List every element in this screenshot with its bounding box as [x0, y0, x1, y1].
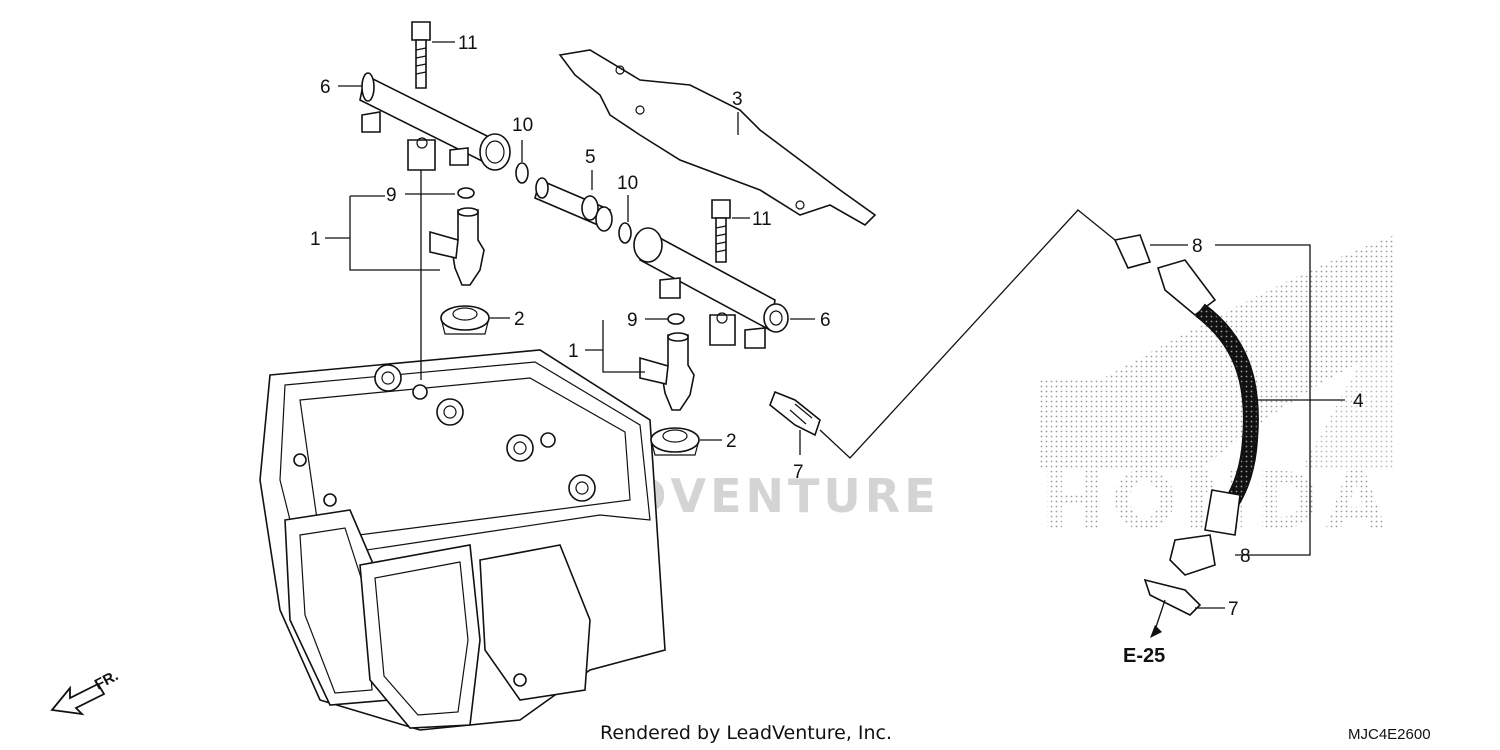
part-7-sensor	[769, 390, 821, 437]
part-6-fuel-rail-left	[359, 72, 511, 171]
part-10-oring-right	[618, 222, 632, 244]
callout-10: 10	[617, 173, 638, 194]
part-10-oring-left	[515, 162, 529, 184]
callout-labels: 11 6 10 5 10 3 9 1 2 11 9 6 1 2 7 8 4 8 …	[310, 33, 1364, 667]
part-5-joint-pipe	[534, 177, 613, 232]
part-3-plate	[558, 49, 877, 226]
callout-6: 6	[820, 310, 831, 331]
part-11-bolt-right	[711, 199, 731, 263]
callout-10: 10	[512, 115, 533, 136]
part-6-fuel-rail-right	[633, 227, 789, 349]
callout-7: 7	[1228, 599, 1239, 620]
callout-2: 2	[514, 309, 525, 330]
callout-1: 1	[568, 341, 579, 362]
callout-8: 8	[1240, 546, 1251, 567]
leader-lines	[325, 41, 1345, 631]
diagram-code: MJC4E2600	[1348, 726, 1431, 743]
callout-7: 7	[793, 462, 804, 483]
callout-4: 4	[1353, 391, 1364, 412]
callout-6: 6	[320, 77, 331, 98]
callout-9: 9	[627, 310, 638, 331]
callout-8: 8	[1192, 236, 1203, 257]
callout-2: 2	[726, 431, 737, 452]
front-arrow: FR.	[50, 667, 121, 716]
e25-arrow	[1150, 625, 1162, 638]
part-11-bolt-left	[411, 21, 431, 89]
part-4-harness	[1113, 234, 1259, 616]
callout-9: 9	[386, 185, 397, 206]
callout-5: 5	[585, 147, 596, 168]
part-9-washer-left	[457, 187, 475, 199]
part-9-washer-right	[667, 313, 685, 325]
callout-3: 3	[732, 89, 743, 110]
part-1-injector-right	[639, 332, 695, 411]
cylinder-head	[259, 349, 666, 731]
part-2-grommet-left	[440, 305, 490, 335]
callout-11: 11	[458, 33, 478, 54]
rendered-by-footer: Rendered by LeadVenture, Inc.	[600, 722, 892, 744]
callout-1: 1	[310, 229, 321, 250]
reference-e25[interactable]: E-25	[1123, 645, 1165, 667]
part-2-grommet-right	[650, 427, 700, 456]
callout-11: 11	[752, 209, 772, 230]
part-1-injector-left	[429, 207, 485, 286]
